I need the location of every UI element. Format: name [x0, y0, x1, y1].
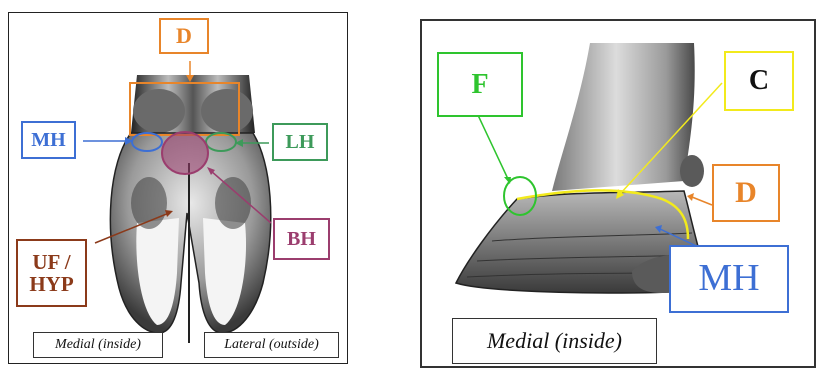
label-c-right: C	[724, 51, 794, 111]
label-mh-left: MH	[21, 121, 76, 159]
d-right-arrow-head	[687, 193, 694, 201]
right-bulb-shape	[201, 89, 253, 133]
leg-shape	[552, 43, 695, 191]
left-bulb-shape	[133, 89, 185, 133]
label-f-right: F	[437, 52, 523, 117]
label-d-left: D	[159, 18, 209, 54]
caption-medial-left: Medial (inside)	[33, 332, 163, 358]
label-uf-hyp-left: UF / HYP	[16, 239, 87, 307]
right-hoof-side-view-panel: F C D MH Medial (inside)	[420, 19, 816, 368]
label-mh-right: MH	[669, 245, 789, 313]
caption-medial-right: Medial (inside)	[452, 318, 657, 364]
f-arrow-line	[477, 113, 508, 179]
left-hoof-rear-view-panel: D MH LH BH UF / HYP Medial (inside) Late…	[8, 12, 348, 364]
label-bh-left: BH	[273, 218, 330, 260]
lateral-heel-shadow	[215, 177, 251, 229]
label-d-right: D	[712, 164, 780, 222]
dewclaw-shape	[680, 155, 704, 187]
bulb-heel-highlight	[162, 132, 208, 174]
d-right-arrow-line	[692, 197, 712, 205]
label-lh-left: LH	[272, 123, 328, 161]
rear-hoof-illustration	[9, 13, 347, 363]
caption-lateral-left: Lateral (outside)	[204, 332, 339, 358]
